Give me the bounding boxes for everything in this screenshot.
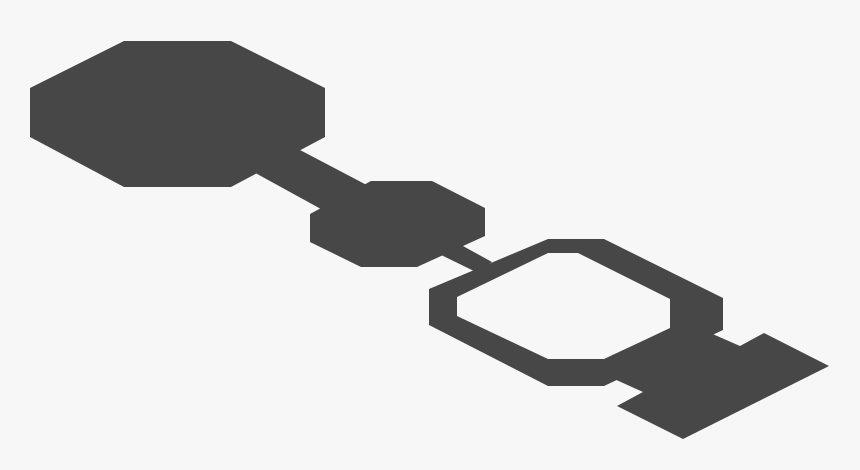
isometric-block-icon [612, 332, 829, 439]
large-octagon-platform-icon [30, 41, 325, 187]
small-octagon-platform-icon [310, 181, 485, 267]
hollow-octagon-ring-icon [429, 239, 723, 386]
